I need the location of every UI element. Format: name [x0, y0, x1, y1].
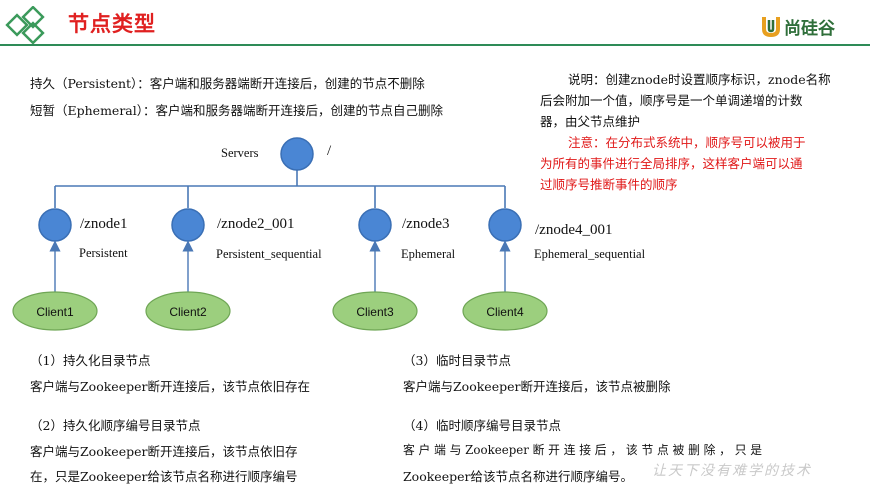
- section-4-text-1: 客 户 端 与 Zookeeper 断 开 连 接 后 ， 该 节 点 被 删 …: [403, 443, 763, 457]
- root-node: [280, 137, 314, 171]
- warning-line-2: 为所有的事件进行全局排序，这样客户端可以通: [540, 156, 803, 171]
- page-title: 节点类型: [68, 12, 156, 36]
- definition-persistent: 持久（Persistent）：客户端和服务器端断开连接后，创建的节点不删除: [30, 76, 425, 91]
- znode-2: [171, 208, 205, 242]
- client-4: [462, 291, 548, 331]
- warning-line-3: 过顺序号推断事件的顺序: [540, 177, 678, 192]
- logo-diamond-icon: [4, 5, 50, 45]
- root-path-label: /: [327, 143, 332, 159]
- znode-1: [38, 208, 72, 242]
- brand-name: 尚硅谷: [784, 19, 835, 39]
- client-1: [12, 291, 98, 331]
- note-line-1: 说明：创建znode时设置顺序标识，znode名称: [568, 72, 831, 87]
- znode-4-type: Ephemeral_sequential: [534, 247, 646, 261]
- section-2-text-1: 客户端与Zookeeper断开连接后，该节点依旧存: [30, 444, 298, 459]
- znode-3-type: Ephemeral: [401, 247, 456, 261]
- warning-line-1: 注意：在分布式系统中，顺序号可以被用于: [568, 135, 806, 150]
- section-2-text-2: 在，只是Zookeeper给该节点名称进行顺序编号: [30, 469, 298, 484]
- znode-2-type: Persistent_sequential: [216, 247, 322, 261]
- definition-ephemeral: 短暂（Ephemeral）：客户端和服务器端断开连接后，创建的节点自己删除: [30, 103, 444, 118]
- client-2-label: Client2: [169, 305, 207, 319]
- header-divider: [0, 44, 870, 46]
- brand-logo-icon: [760, 14, 782, 38]
- znode-4: [488, 208, 522, 242]
- client-1-label: Client1: [36, 305, 74, 319]
- note-line-2: 后会附加一个值，顺序号是一个单调递增的计数: [540, 93, 803, 108]
- watermark-slogan: 让天下没有难学的技术: [652, 463, 812, 479]
- client-4-label: Client4: [486, 305, 524, 319]
- section-1-title: （1）持久化目录节点: [30, 353, 151, 368]
- znode-2-path: /znode2_001: [217, 216, 295, 232]
- znode-1-path: /znode1: [80, 216, 128, 232]
- znode-3: [358, 208, 392, 242]
- section-1-text: 客户端与Zookeeper断开连接后，该节点依旧存在: [30, 379, 310, 394]
- znode-1-type: Persistent: [79, 246, 128, 260]
- znode-3-path: /znode3: [402, 216, 450, 232]
- znode-4-path: /znode4_001: [535, 222, 613, 238]
- client-3-label: Client3: [356, 305, 394, 319]
- section-2-title: （2）持久化顺序编号目录节点: [30, 418, 201, 433]
- client-3: [332, 291, 418, 331]
- section-3-title: （3）临时目录节点: [403, 353, 511, 368]
- section-4-title: （4）临时顺序编号目录节点: [403, 418, 561, 433]
- section-3-text: 客户端与Zookeeper断开连接后，该节点被删除: [403, 379, 671, 394]
- note-box: 说明：创建znode时设置顺序标识，znode名称 后会附加一个值，顺序号是一个…: [540, 69, 862, 195]
- note-line-3: 器，由父节点维护: [540, 114, 641, 129]
- section-4-text-2: Zookeeper给该节点名称进行顺序编号。: [403, 469, 633, 484]
- client-2: [145, 291, 231, 331]
- root-servers-label: Servers: [221, 146, 259, 160]
